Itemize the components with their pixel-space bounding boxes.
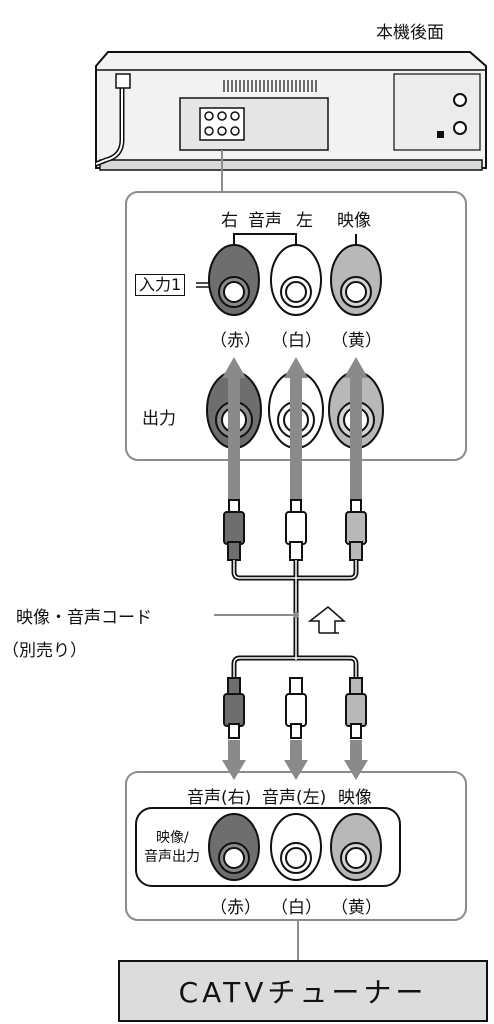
audio-right-label: 右 (221, 211, 238, 231)
tuner-red-color-label: （赤） (210, 898, 261, 918)
tuner-white-color-label: （白） (271, 898, 322, 918)
tuner-output-jacks (208, 813, 382, 881)
up-arrows (222, 357, 368, 515)
lower-plugs (223, 677, 367, 739)
vcr-rear-jacks (204, 111, 240, 136)
white-color-label: （白） (271, 331, 322, 351)
video-label: 映像 (337, 211, 371, 231)
catv-tuner-label: CATVチューナー (178, 976, 428, 1009)
tuner-yellow-color-label: （黄） (331, 898, 382, 918)
antenna-terminals (453, 93, 467, 135)
input-1-tag: 入力1 (135, 274, 186, 296)
audio-label: 音声 (248, 211, 282, 231)
red-color-label: （赤） (210, 331, 261, 351)
tuner-audio-right-label: 音声(右) (187, 788, 252, 808)
tuner-audio-left-label: 音声(左) (262, 788, 327, 808)
tuner-connection-panel (125, 771, 467, 921)
output-label: 出力 (142, 409, 176, 429)
upper-plugs (223, 499, 367, 561)
down-arrows (222, 740, 368, 780)
audio-left-label: 左 (296, 211, 313, 231)
av-output-label-line2: 音声出力 (144, 849, 200, 865)
vcr-unit (95, 51, 487, 171)
vcr-rear-label: 本機後面 (376, 23, 444, 43)
vcr-input-jacks (208, 244, 382, 316)
yellow-color-label: （黄） (331, 331, 382, 351)
av-output-label-line1: 映像/ (156, 830, 189, 846)
vent-slots (223, 80, 317, 92)
tuner-video-label: 映像 (338, 788, 372, 808)
cable-sold-separately: （別売り） (2, 641, 87, 661)
catv-tuner-box: CATVチューナー (118, 960, 488, 1022)
cable-name: 映像・音声コード (16, 608, 152, 628)
